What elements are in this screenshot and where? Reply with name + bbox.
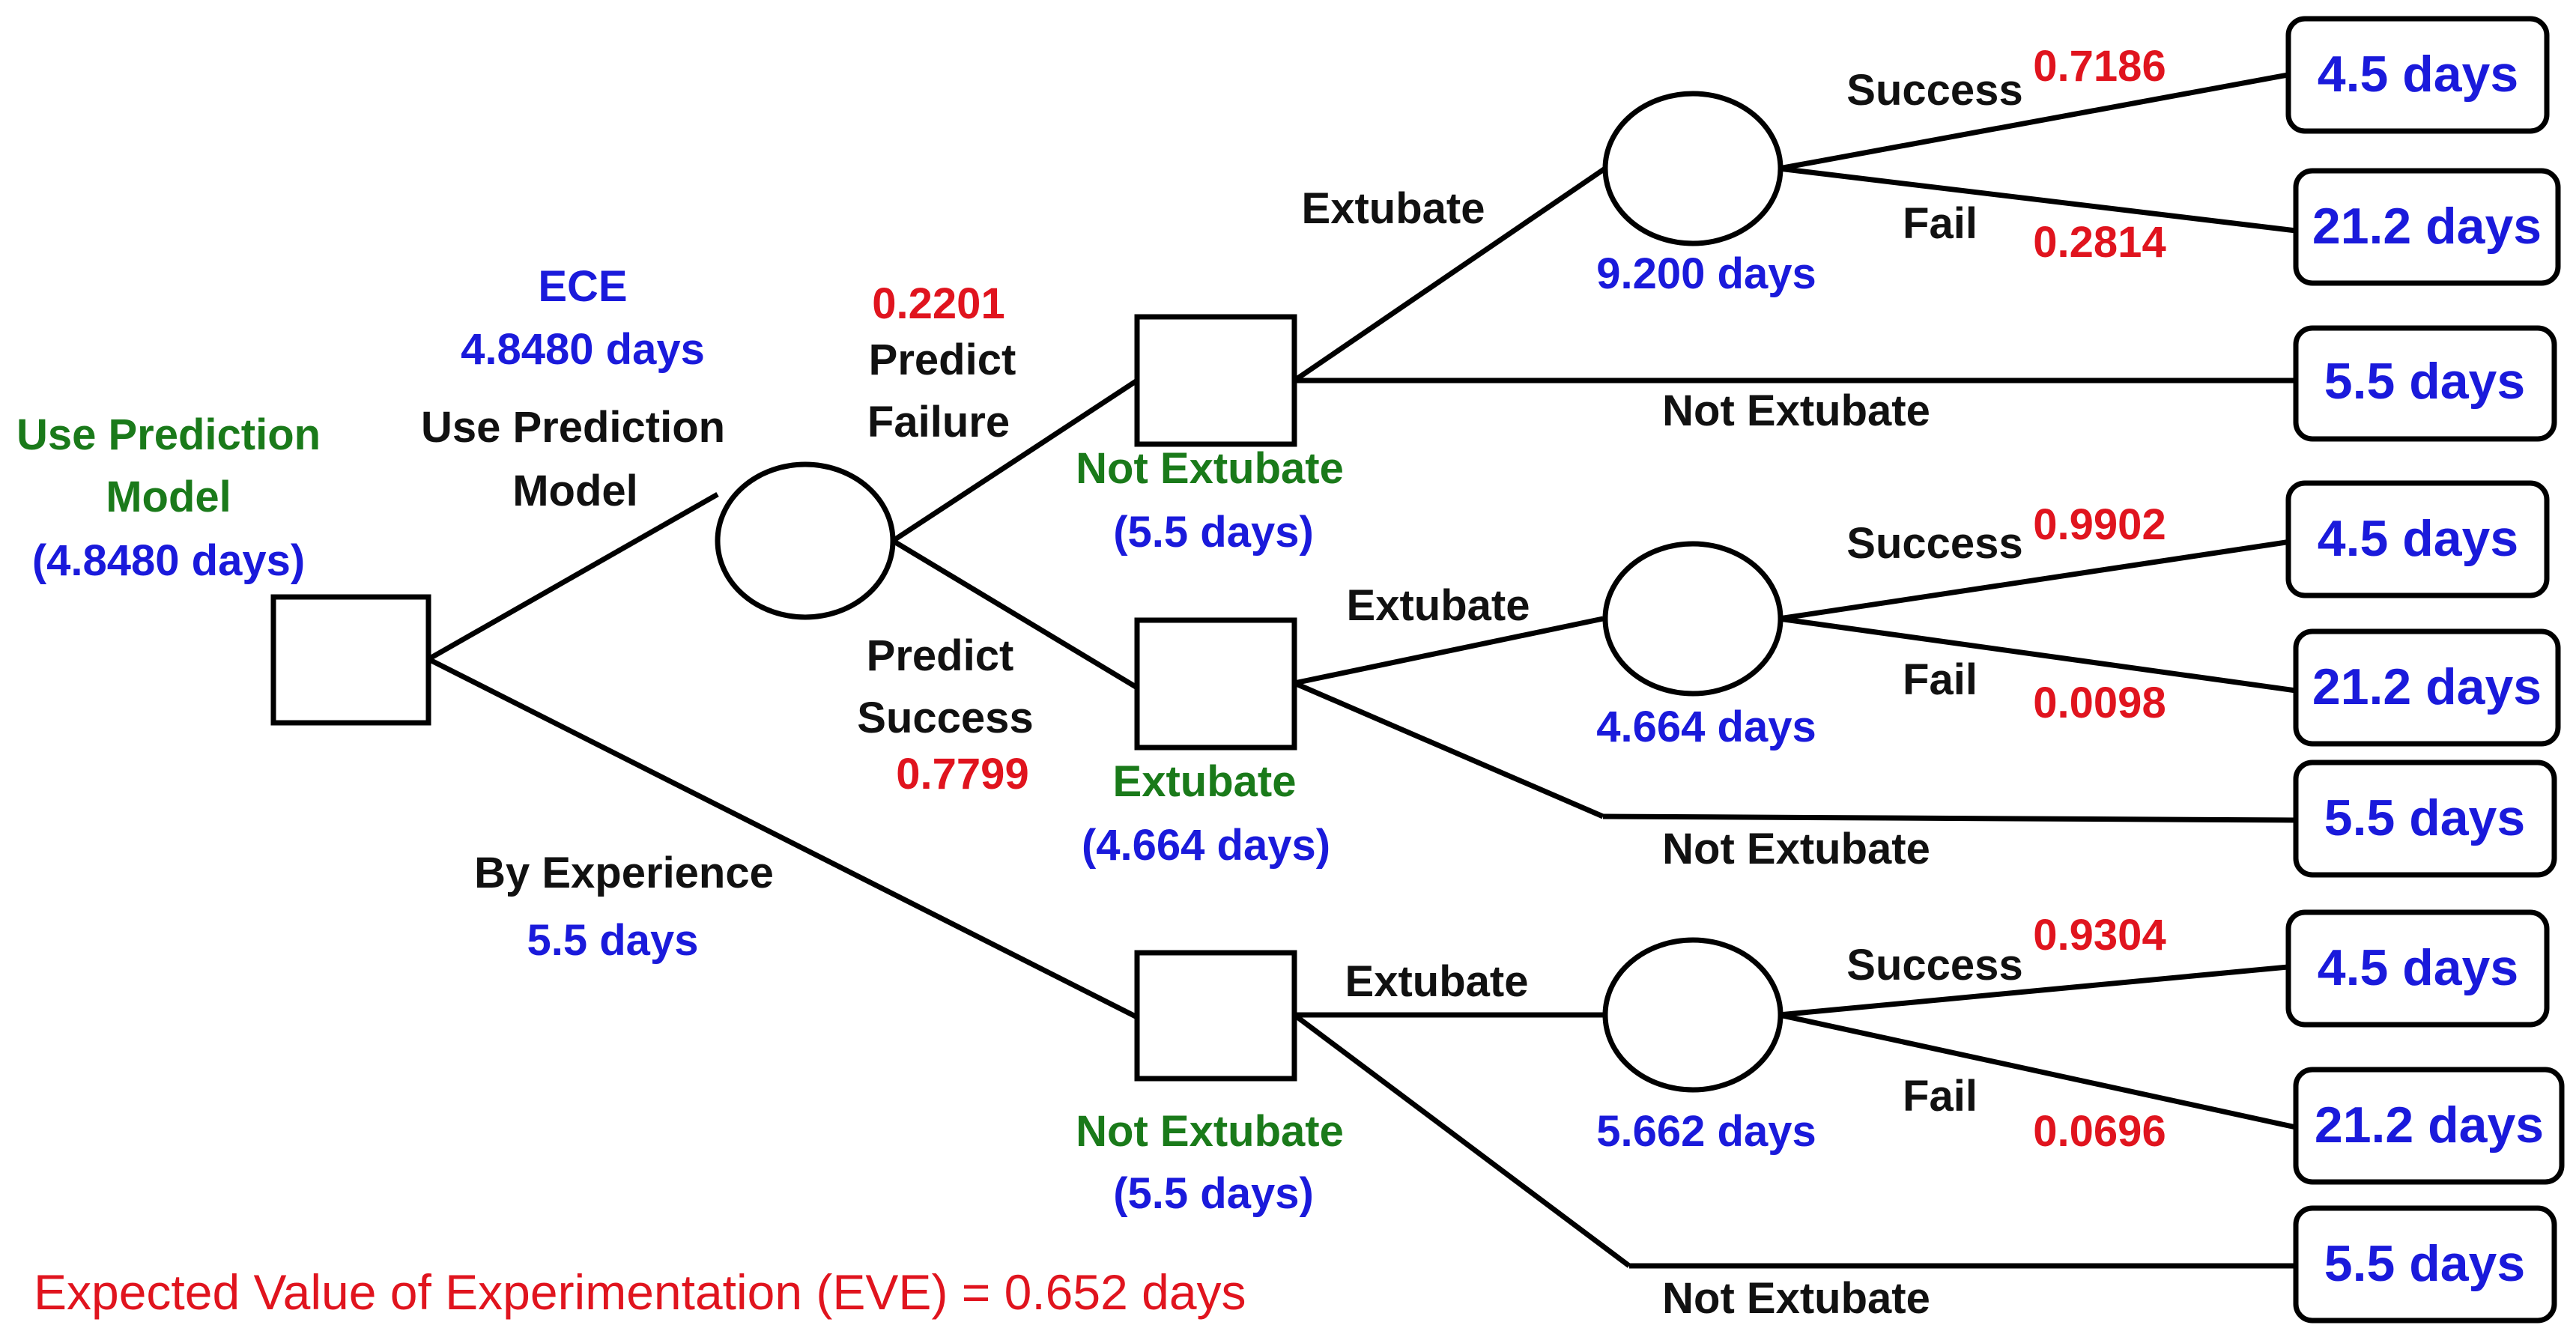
predict-success-line1: Predict bbox=[867, 631, 1014, 680]
outcome-value: 5.5 days bbox=[2324, 1235, 2525, 1292]
subtree-3-extubate: Extubate bbox=[1345, 957, 1529, 1006]
predict-failure-line2: Failure bbox=[867, 398, 1010, 446]
by-experience-label: By Experience bbox=[474, 849, 774, 897]
subtree-3-labels: Extubate 5.662 days Success 0.9304 Fail … bbox=[1345, 911, 2166, 1323]
subtree-1-labels: Extubate 9.200 days Success 0.7186 Fail … bbox=[1302, 42, 2166, 435]
prediction-chance-node bbox=[715, 461, 896, 620]
root-labels: Use Prediction Model (4.8480 days) ECE 4… bbox=[16, 262, 1034, 965]
subtree-1-fail-prob: 0.2814 bbox=[2033, 218, 2166, 267]
outcome-value: 5.5 days bbox=[2324, 353, 2525, 410]
root-title-value: (4.8480 days) bbox=[32, 536, 305, 585]
by-experience-value: 5.5 days bbox=[527, 916, 699, 965]
outcome-box bbox=[2293, 628, 2561, 747]
decision-node-1 bbox=[1134, 314, 1297, 447]
decision-node-3-choice: Not Extubate bbox=[1076, 1107, 1344, 1156]
subtree-2-extubate: Extubate bbox=[1347, 581, 1530, 630]
root-title-line2: Model bbox=[106, 473, 231, 521]
edge-root-to-by-experience bbox=[427, 656, 1139, 1020]
outcome-value: 4.5 days bbox=[2318, 939, 2518, 996]
ece-label: ECE bbox=[538, 262, 627, 311]
use-prediction-line1: Use Prediction bbox=[421, 403, 725, 452]
predict-success-line2: Success bbox=[857, 694, 1033, 742]
edge-c1-fail bbox=[1778, 166, 2297, 234]
subtree-2-fail: Fail bbox=[1903, 655, 1978, 704]
edge-c3-success bbox=[1778, 963, 2297, 1018]
edge-d1-extubate bbox=[1293, 163, 1612, 383]
edge-root-to-chance bbox=[427, 491, 719, 662]
decision-node-1-value: (5.5 days) bbox=[1113, 508, 1314, 557]
edge-c2-fail bbox=[1778, 616, 2297, 694]
predict-failure-line1: Predict bbox=[869, 336, 1016, 384]
subtree-3-success-prob: 0.9304 bbox=[2033, 911, 2166, 959]
outcome-box bbox=[2293, 1205, 2557, 1324]
subtree-3-fail: Fail bbox=[1903, 1072, 1978, 1121]
subtree-3-not-extubate: Not Extubate bbox=[1662, 1274, 1930, 1323]
subtree-1-success: Success bbox=[1846, 66, 2022, 115]
edges bbox=[427, 70, 2297, 1269]
edge-chance-to-predict-failure bbox=[891, 378, 1139, 543]
outcome-texts: 4.5 days 21.2 days 5.5 days 4.5 days 21.… bbox=[2312, 46, 2544, 1292]
subtree-1-chance-value: 9.200 days bbox=[1596, 249, 1816, 298]
subtree-2-chance-value: 4.664 days bbox=[1596, 703, 1816, 751]
outcome-value: 4.5 days bbox=[2318, 510, 2518, 567]
edge-d2-extubate bbox=[1294, 616, 1604, 686]
root-decision-node bbox=[270, 594, 431, 726]
decision-node-2 bbox=[1134, 617, 1297, 751]
subtree-2-success-prob: 0.9902 bbox=[2033, 500, 2166, 549]
subtree-3-success: Success bbox=[1846, 941, 2022, 989]
outcome-box bbox=[2293, 760, 2557, 878]
outcome-box bbox=[2285, 909, 2550, 1028]
edge-c1-success bbox=[1778, 70, 2297, 172]
subtree-2-not-extubate: Not Extubate bbox=[1662, 825, 1930, 873]
use-prediction-line2: Model bbox=[512, 467, 638, 515]
outcome-box bbox=[2293, 1067, 2565, 1185]
outcome-box bbox=[2285, 16, 2550, 134]
subtree-3-chance-value: 5.662 days bbox=[1596, 1107, 1816, 1156]
predict-success-prob: 0.7799 bbox=[896, 750, 1028, 798]
outcome-boxes bbox=[2285, 16, 2565, 1324]
edge-chance-to-predict-success bbox=[891, 539, 1139, 690]
subtree-2-fail-prob: 0.0098 bbox=[2033, 679, 2166, 727]
subtree-3-fail-prob: 0.0696 bbox=[2033, 1107, 2166, 1156]
outcome-value: 21.2 days bbox=[2312, 198, 2542, 255]
outcome-box bbox=[2293, 325, 2557, 442]
decision-node-1-choice: Not Extubate bbox=[1076, 444, 1344, 493]
edge-d2-not-extubate bbox=[1293, 680, 1604, 819]
eve-summary: Expected Value of Experimentation (EVE) … bbox=[34, 1264, 1246, 1320]
subtree-1-success-prob: 0.7186 bbox=[2033, 42, 2166, 91]
chance-node-2 bbox=[1602, 541, 1783, 697]
outcome-value: 21.2 days bbox=[2312, 658, 2542, 715]
chance-node-3 bbox=[1602, 937, 1783, 1093]
decision-node-labels: Not Extubate (5.5 days) Extubate (4.664 … bbox=[1076, 444, 1344, 1218]
edge-d2-not-extubate-tail bbox=[1602, 813, 2297, 823]
outcome-box bbox=[2293, 168, 2561, 286]
predict-failure-prob: 0.2201 bbox=[872, 279, 1004, 328]
outcome-value: 5.5 days bbox=[2324, 789, 2525, 846]
edge-c2-success bbox=[1778, 538, 2297, 622]
subtree-2-success: Success bbox=[1846, 519, 2022, 568]
decision-node-2-value: (4.664 days) bbox=[1082, 821, 1330, 870]
decision-node-2-choice: Extubate bbox=[1113, 757, 1297, 806]
chance-node-1 bbox=[1602, 91, 1783, 246]
outcome-value: 21.2 days bbox=[2315, 1097, 2544, 1153]
subtree-1-not-extubate: Not Extubate bbox=[1662, 386, 1930, 435]
nodes bbox=[270, 91, 1783, 1093]
ece-value: 4.8480 days bbox=[461, 325, 705, 374]
subtree-1-extubate: Extubate bbox=[1302, 184, 1485, 233]
edge-d3-not-extubate bbox=[1292, 1013, 1631, 1268]
outcome-value: 4.5 days bbox=[2318, 46, 2518, 103]
decision-node-3 bbox=[1134, 950, 1297, 1082]
outcome-box bbox=[2285, 480, 2550, 598]
subtree-2-labels: Extubate 4.664 days Success 0.9902 Fail … bbox=[1347, 500, 2166, 873]
root-title-line1: Use Prediction bbox=[16, 410, 321, 459]
subtree-1-fail: Fail bbox=[1903, 199, 1978, 248]
decision-node-3-value: (5.5 days) bbox=[1113, 1169, 1314, 1218]
edge-c3-fail bbox=[1778, 1012, 2297, 1130]
